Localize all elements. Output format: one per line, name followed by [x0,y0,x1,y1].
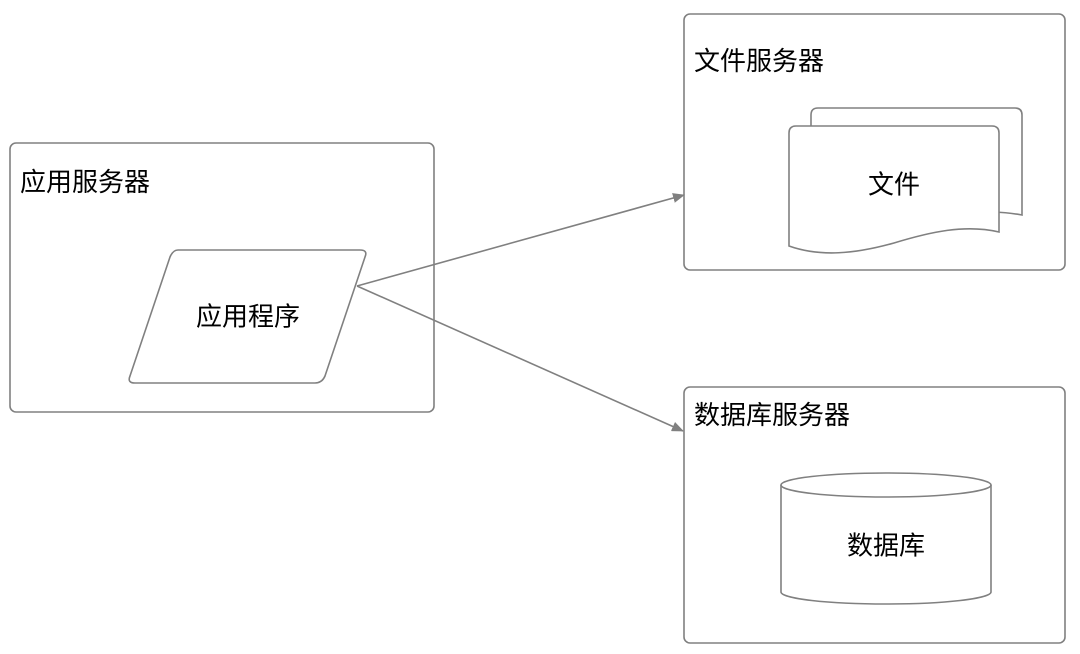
application-node: 应用程序 [128,249,367,384]
file-server-node: 文件服务器 文件 [683,13,1066,271]
app-server-label: 应用服务器 [20,168,150,198]
file-node: 文件 [788,107,1023,254]
edge-application-to-file-server [356,193,685,287]
database-label: 数据库 [847,532,925,562]
file-label: 文件 [868,171,920,201]
edge-application-to-db-server [356,285,684,432]
database-cylinder-top [780,472,992,498]
file-front-document-icon [788,125,1000,254]
database-cylinder-body [780,485,992,605]
db-server-label: 数据库服务器 [694,401,850,431]
file-server-label: 文件服务器 [694,47,824,77]
app-server-node: 应用服务器 应用程序 [9,142,435,413]
database-node: 数据库 [780,472,992,605]
application-parallelogram [128,249,367,384]
application-label: 应用程序 [196,303,300,333]
db-server-node: 数据库服务器 数据库 [683,386,1066,644]
